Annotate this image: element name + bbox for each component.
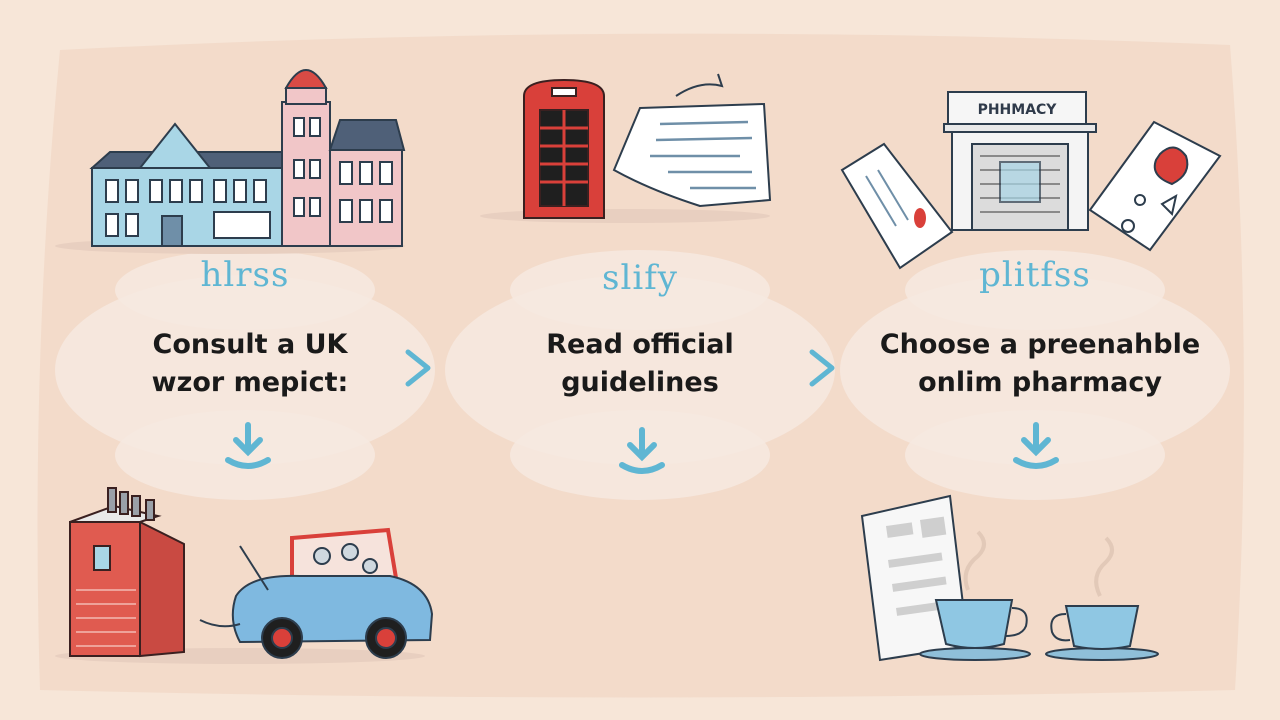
step-2-label: Read official guidelines [470, 326, 810, 402]
step-1-line-2: wzor mepict: [151, 367, 349, 398]
car-illustration [199, 527, 434, 659]
chevron-right-icon [405, 349, 431, 387]
step-3-heading: plitfss [979, 255, 1091, 295]
step-2-heading: slify [602, 258, 678, 298]
medicine-packet-illustration [840, 142, 954, 270]
step-2-line-1: Read official [546, 329, 734, 360]
pharmacy-illustration: PHHMACY [943, 91, 1097, 231]
chevron-right-icon [809, 349, 835, 387]
bubble-step-1 [55, 250, 435, 500]
pharmacy-sign-text: PHHMACY [978, 102, 1058, 118]
step-2-line-2: guidelines [561, 367, 719, 398]
building-illustration [55, 69, 406, 254]
arrow-down-icon [1013, 422, 1059, 469]
phone-box-illustration [480, 78, 770, 223]
step-1-heading: hlrss [200, 255, 290, 295]
medicine-packet-illustration [1088, 120, 1222, 252]
step-3-line-1: Choose a preenahble [879, 329, 1201, 360]
step-3-line-2: onlim pharmacy [918, 367, 1162, 398]
document-illustration [612, 73, 772, 208]
tea-cup-illustration [1045, 536, 1159, 661]
step-3-label: Choose a preenahble onlim pharmacy [850, 326, 1230, 402]
arrow-down-icon [619, 427, 665, 474]
arrow-down-icon [225, 422, 271, 469]
step-1-label: Consult a UK wzor mepict: [80, 326, 420, 402]
step-1-line-1: Consult a UK [152, 329, 348, 360]
bubble-step-3 [840, 250, 1230, 500]
kiosk-illustration [55, 487, 425, 664]
tea-cup-illustration [919, 530, 1031, 661]
